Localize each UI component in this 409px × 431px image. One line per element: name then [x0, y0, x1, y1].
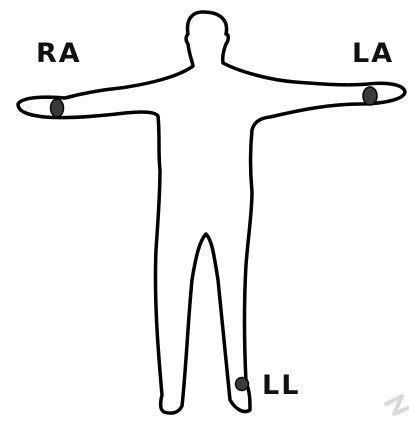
ll-label: LL: [262, 372, 300, 399]
la-electrode: [363, 87, 377, 105]
body-outline: [18, 12, 405, 413]
ra-electrode: [51, 99, 64, 117]
watermark-fragment: [386, 396, 408, 414]
ra-label: RA: [36, 40, 82, 67]
ll-electrode: [236, 378, 249, 391]
la-label: LA: [352, 40, 394, 67]
